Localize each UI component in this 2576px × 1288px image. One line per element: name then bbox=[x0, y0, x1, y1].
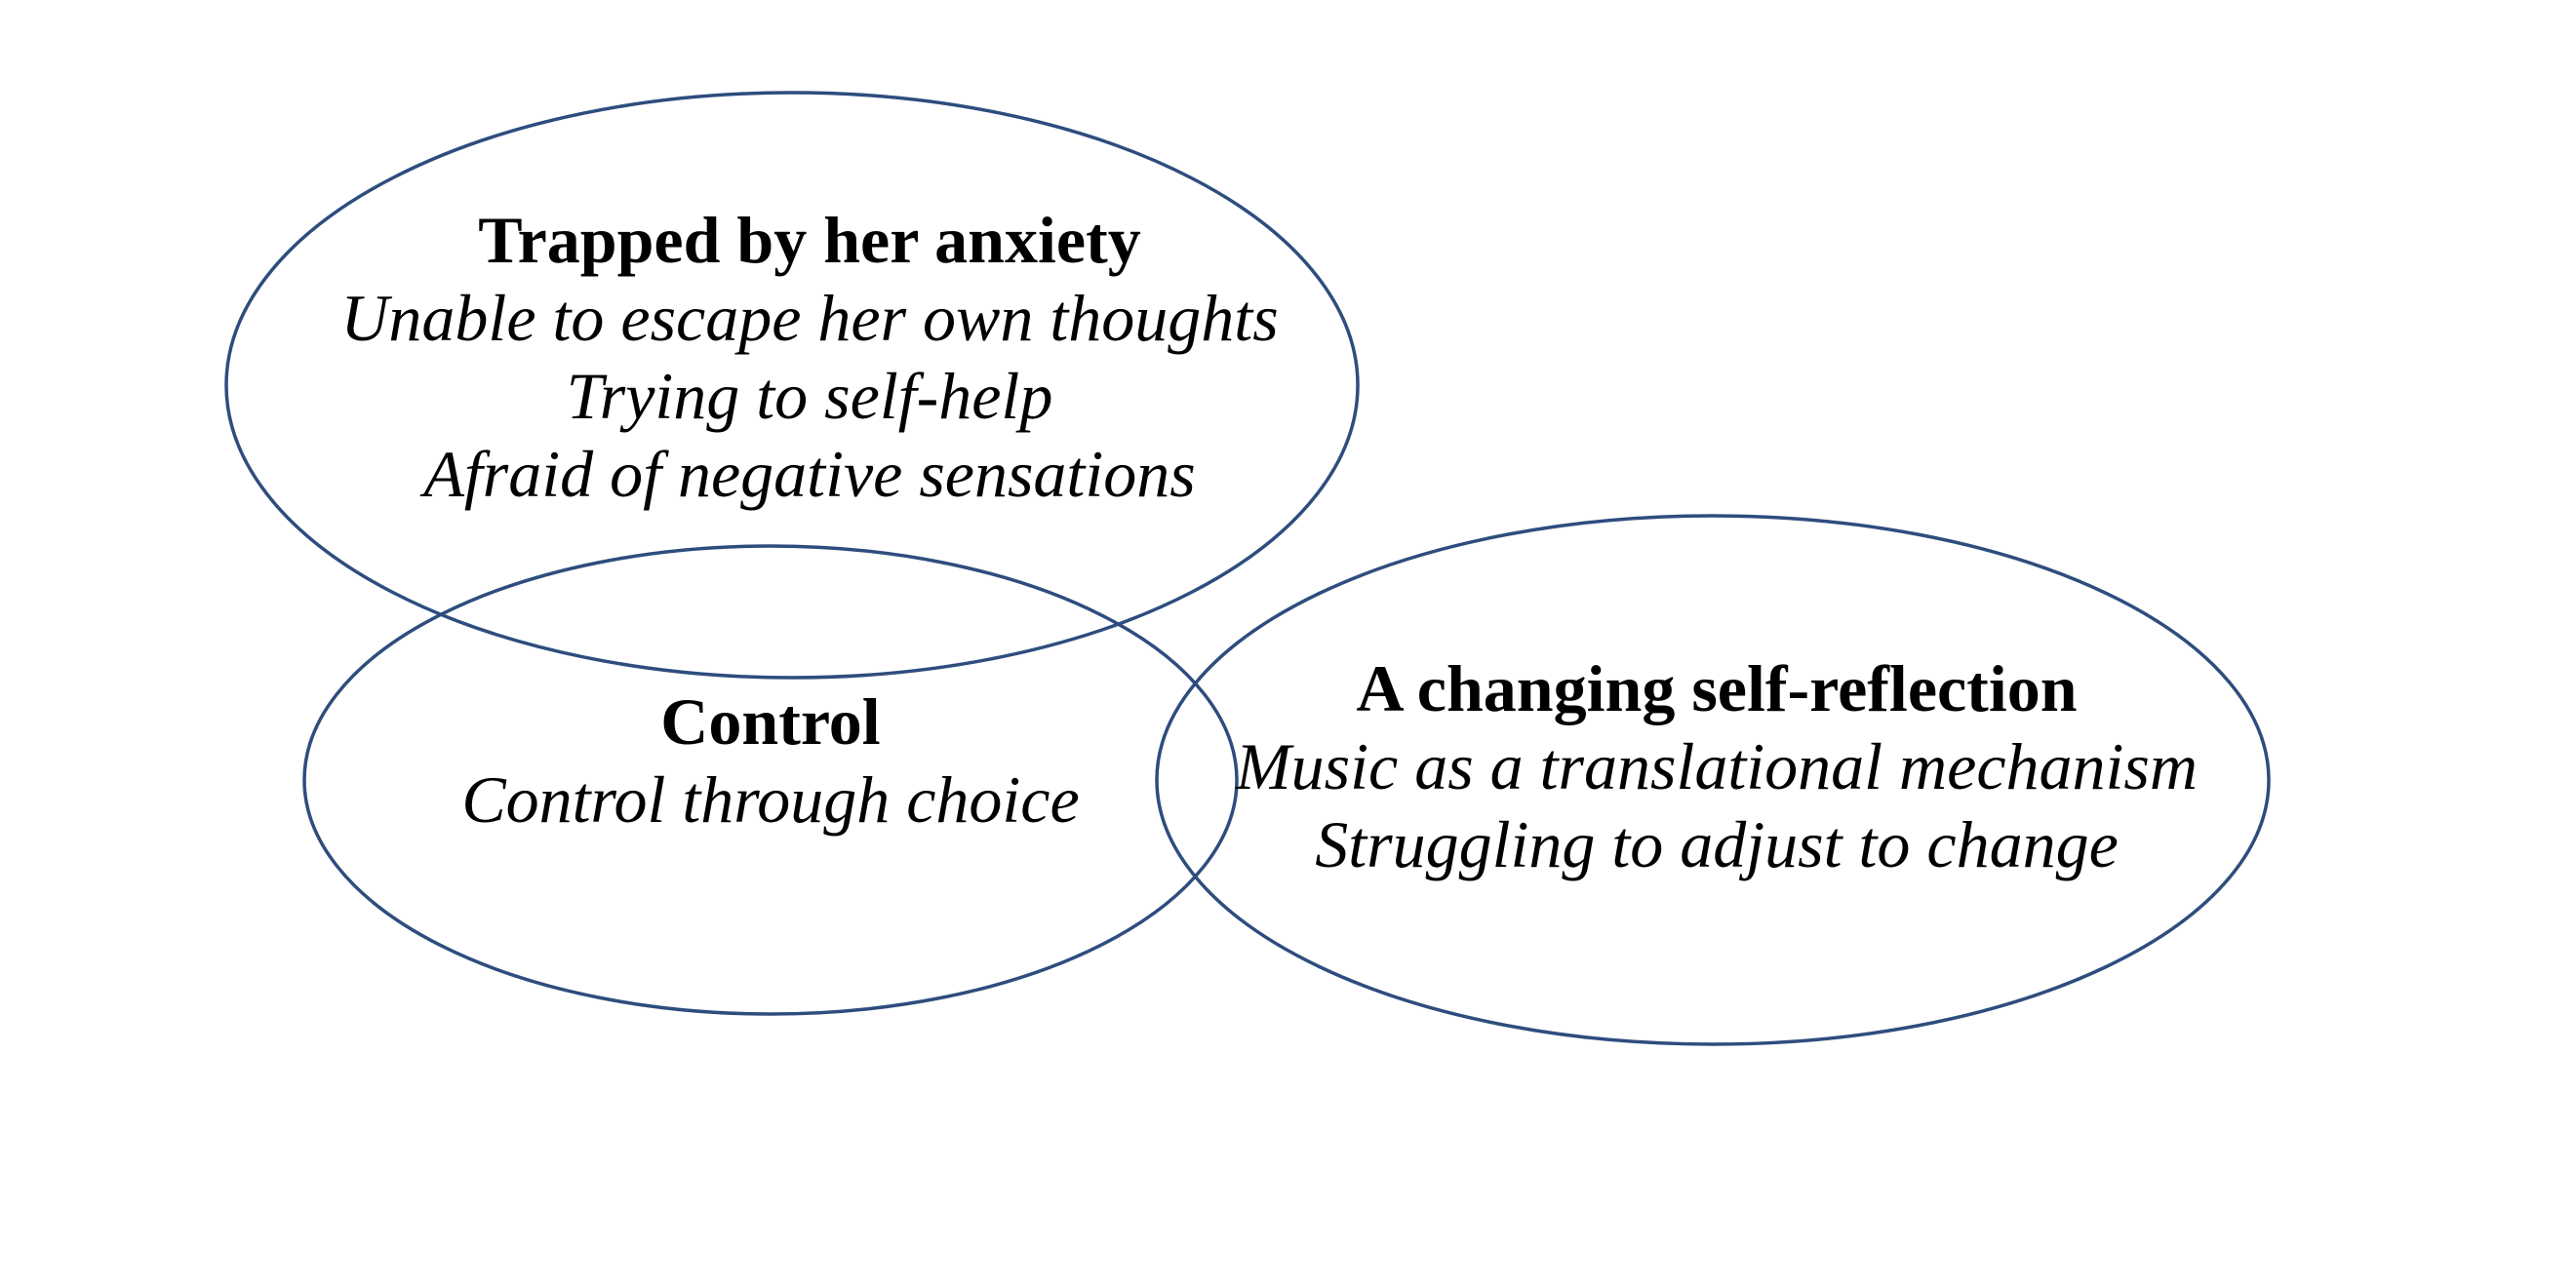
ellipse-outline-trapped-by-her-anxiety bbox=[224, 91, 1360, 680]
theme-block-control: Control Control through choice bbox=[283, 683, 1258, 839]
subtheme-label: Unable to escape her own thoughts bbox=[340, 281, 1279, 355]
subtheme-label: Struggling to adjust to change bbox=[1315, 807, 2119, 881]
ellipse-outline-control bbox=[302, 544, 1239, 1016]
theme-title: A changing self-reflection bbox=[1356, 651, 2078, 725]
subtheme-label: Trying to self-help bbox=[566, 359, 1053, 433]
theme-block-changing-self-reflection: A changing self-reflection Music as a tr… bbox=[1131, 649, 2302, 883]
subtheme-label: Afraid of negative sensations bbox=[423, 437, 1196, 511]
theme-block-trapped-by-her-anxiety: Trapped by her anxiety Unable to escape … bbox=[224, 201, 1395, 513]
subtheme-label: Control through choice bbox=[461, 762, 1080, 837]
ellipse-outline-changing-self-reflection bbox=[1155, 514, 2271, 1046]
subtheme-label: Music as a translational mechanism bbox=[1236, 729, 2198, 803]
theme-title: Trapped by her anxiety bbox=[478, 203, 1141, 277]
theme-title: Control bbox=[660, 684, 881, 759]
